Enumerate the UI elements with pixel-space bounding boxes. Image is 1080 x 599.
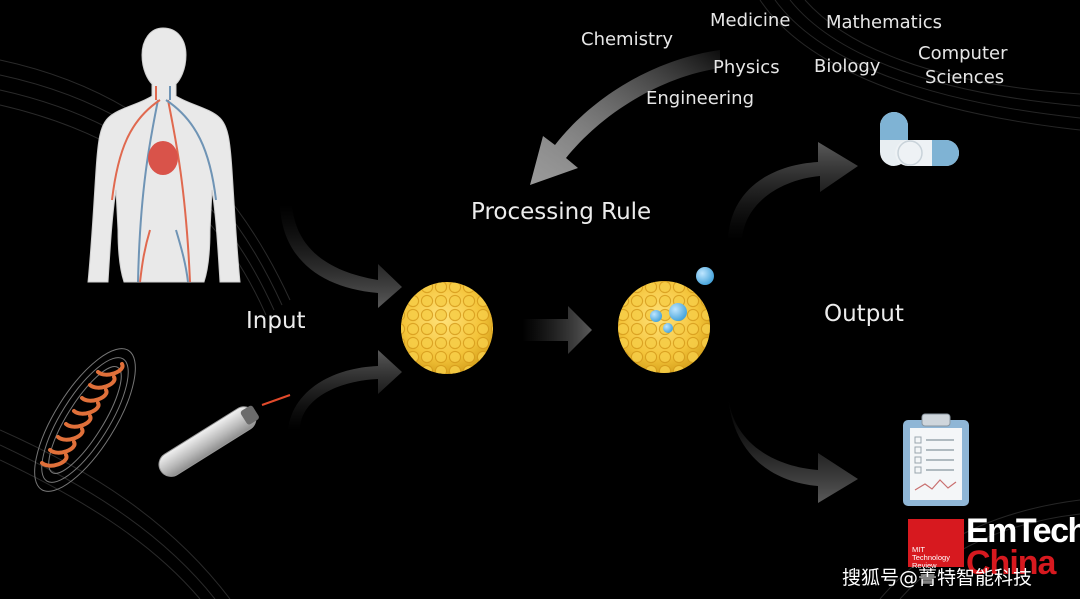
field-label-medicine: Medicine [710, 10, 791, 31]
pills-icon [880, 112, 959, 166]
processing-rule-label: Processing Rule [471, 199, 652, 225]
input-arrow-top [280, 205, 402, 308]
logo-red-block [908, 519, 964, 567]
human-body-illustration [87, 27, 241, 283]
field-label-computer: Computer [918, 43, 1008, 64]
knowledge-arrow [530, 50, 720, 185]
logo-china-text: China [966, 544, 1056, 582]
cell-processed [618, 281, 710, 373]
process-arrow [522, 306, 592, 354]
watermark-text: 搜狐号@菁特智能科技 [842, 567, 1033, 589]
field-label-physics: Physics [713, 57, 780, 78]
output-label: Output [824, 301, 904, 327]
coil-illustration [34, 348, 136, 492]
droplet [696, 267, 714, 285]
logo-mit-line2: Technology [912, 553, 950, 562]
output-arrow-top [728, 142, 858, 240]
heart-icon [148, 141, 178, 175]
logo-emtech-text: EmTech [966, 512, 1080, 550]
laser-pen-illustration [158, 394, 291, 477]
field-label-engineering: Engineering [646, 88, 754, 109]
logo-mit-line1: MIT [912, 545, 925, 554]
output-arrow-bottom [728, 395, 858, 503]
field-label-chemistry: Chemistry [581, 29, 674, 50]
clipboard-icon [903, 413, 969, 506]
input-label: Input [246, 308, 306, 334]
field-label-sciences: Sciences [925, 67, 1005, 88]
cell-input [401, 282, 493, 374]
field-label-biology: Biology [814, 56, 881, 77]
input-arrow-bottom [288, 350, 402, 430]
background-lines-right [759, 0, 1080, 599]
logo-mit-line3: Review [912, 561, 937, 570]
field-label-mathematics: Mathematics [826, 12, 942, 33]
